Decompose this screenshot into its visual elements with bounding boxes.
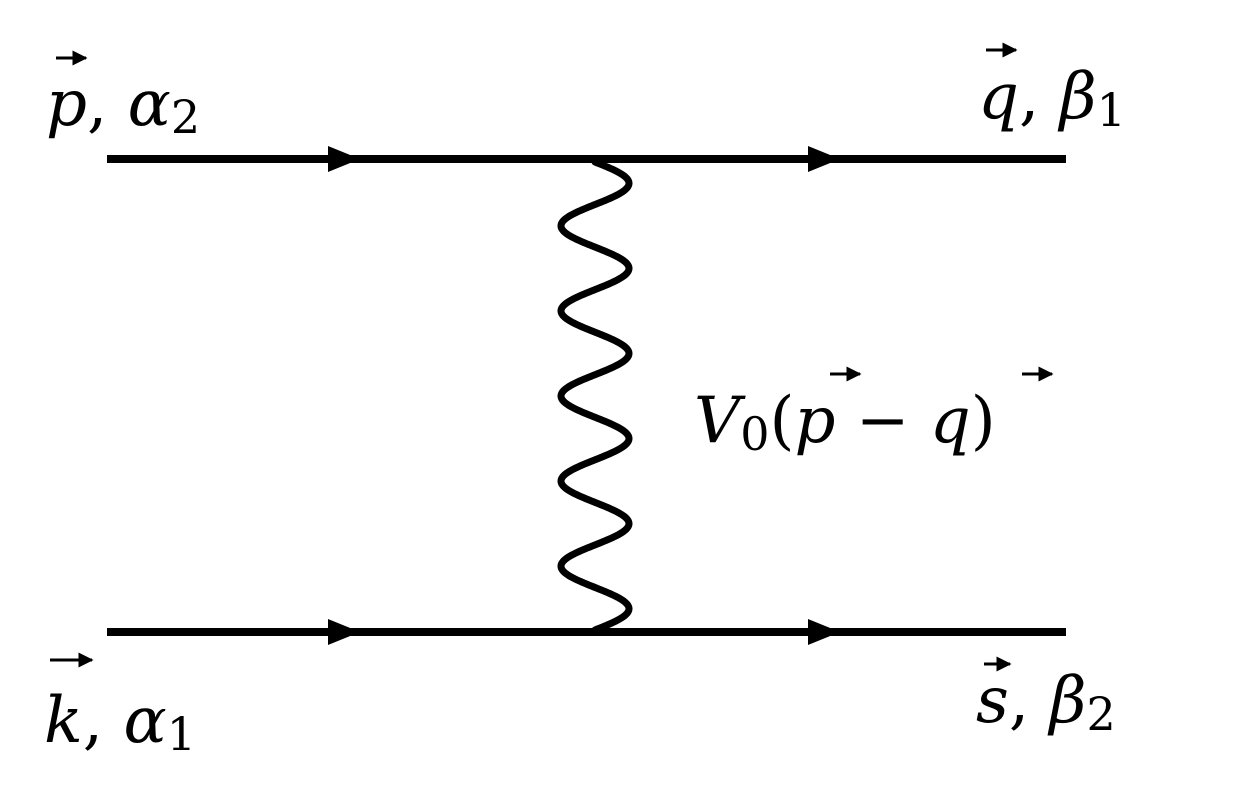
svg-text:k, α1: k, α1 <box>44 684 196 761</box>
label-top-left: p, α2 <box>46 50 200 144</box>
label-separator: , <box>1019 60 1060 134</box>
interaction-label: V0(p − q) <box>694 366 1054 461</box>
label-separator: , <box>1009 664 1050 738</box>
label-separator: , <box>83 684 124 758</box>
svg-text:p, α2: p, α2 <box>46 67 200 144</box>
label-top-right: q, β1 <box>978 42 1126 137</box>
subscript: 1 <box>167 707 196 761</box>
bottom-right-arrow-icon <box>808 619 840 645</box>
subscript: 2 <box>1087 687 1116 741</box>
bottom-left-arrow-icon <box>328 619 360 645</box>
subscript: 2 <box>171 90 200 144</box>
momentum-k: k <box>44 684 83 758</box>
momentum-s: s <box>976 664 1009 738</box>
open-paren: ( <box>770 384 795 458</box>
momentum-q: q <box>978 60 1019 134</box>
minus-operator: − <box>835 384 929 458</box>
greek-alpha: α <box>123 684 166 758</box>
greek-alpha: α <box>128 67 171 141</box>
potential-symbol: V <box>694 384 746 458</box>
svg-text:s, β2: s, β2 <box>976 664 1116 741</box>
close-paren: ) <box>971 384 996 458</box>
interaction-wavy-line <box>557 158 633 634</box>
label-separator: , <box>87 67 128 141</box>
greek-beta: β <box>1048 664 1087 738</box>
momentum-q: q <box>930 384 971 458</box>
momentum-p: p <box>794 384 835 458</box>
label-bottom-left: k, α1 <box>44 652 196 761</box>
potential-subscript: 0 <box>740 407 769 461</box>
greek-beta: β <box>1058 60 1097 134</box>
momentum-p: p <box>46 67 87 141</box>
top-left-arrow-icon <box>328 146 360 172</box>
svg-text:V0(p − q): V0(p − q) <box>694 384 996 461</box>
subscript: 1 <box>1097 83 1126 137</box>
svg-text:q, β1: q, β1 <box>978 60 1126 137</box>
label-bottom-right: s, β2 <box>976 656 1116 741</box>
top-right-arrow-icon <box>808 146 840 172</box>
